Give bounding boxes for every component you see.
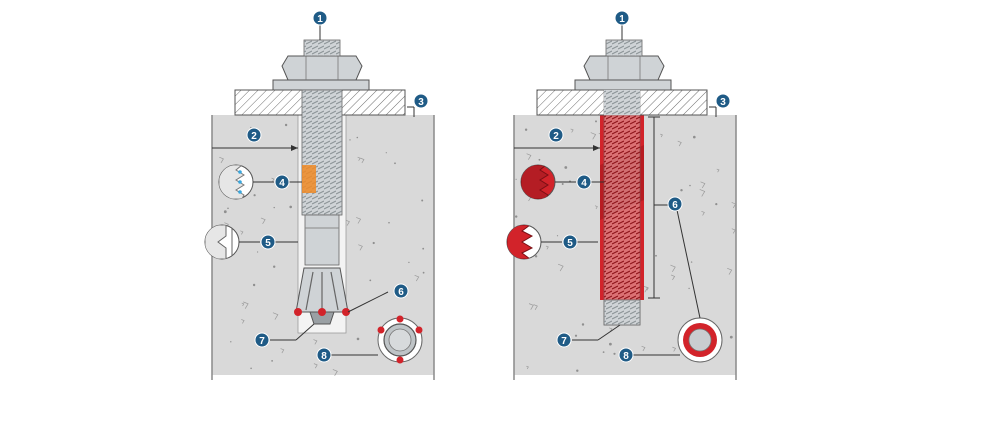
marker-3: 3: [413, 93, 429, 109]
svg-text:6: 6: [672, 200, 678, 211]
svg-text:4: 4: [581, 178, 587, 189]
cross-section-adhesive: [677, 317, 723, 363]
leader-lines: [541, 25, 717, 356]
marker-2: 2: [548, 127, 564, 143]
svg-text:2: 2: [251, 131, 257, 142]
svg-text:8: 8: [321, 351, 327, 362]
hex-nut: [281, 55, 363, 81]
svg-text:5: 5: [567, 238, 573, 249]
svg-text:8: 8: [623, 351, 629, 362]
marker-7: 7: [254, 332, 270, 348]
embedment-depth-dimension: [648, 116, 660, 299]
marker-6: 6: [393, 283, 409, 299]
hex-nut: [583, 55, 665, 81]
marker-7: 7: [556, 332, 572, 348]
svg-text:3: 3: [720, 97, 726, 108]
svg-text:6: 6: [398, 287, 404, 298]
svg-text:2: 2: [553, 131, 559, 142]
marker-2: 2: [246, 127, 262, 143]
svg-text:4: 4: [279, 178, 285, 189]
edge-distance-dimension: [212, 145, 298, 151]
panel-mechanical-anchor: 1 2 3 4 5 6 7 8: [204, 10, 435, 380]
marker-5: 5: [260, 234, 276, 250]
svg-text:1: 1: [619, 14, 625, 25]
washer: [272, 79, 370, 91]
marker-8: 8: [618, 347, 634, 363]
marker-6: 6: [667, 196, 683, 212]
detail-circle-friction: [218, 164, 254, 200]
marker-4: 4: [576, 174, 592, 190]
detail-circle-interlock: [506, 224, 542, 260]
marker-1: 1: [312, 10, 328, 26]
svg-text:7: 7: [259, 336, 265, 347]
threaded-rod: [603, 39, 643, 326]
marker-1: 1: [614, 10, 630, 26]
svg-text:1: 1: [317, 14, 323, 25]
markers-left: 1 2 3 4 5 6 7 8: [246, 10, 429, 363]
marker-5: 5: [562, 234, 578, 250]
detail-circle-interlock: [204, 224, 240, 260]
panel-adhesive-anchor: 1 2 3 4 5 6 7 8: [506, 10, 737, 380]
threaded-bolt: [301, 39, 343, 266]
expansion-clip: [294, 267, 350, 325]
marker-8: 8: [316, 347, 332, 363]
edge-distance-dimension: [514, 145, 600, 151]
marker-3: 3: [715, 93, 731, 109]
svg-text:3: 3: [418, 97, 424, 108]
detail-circle-bond: [520, 164, 556, 200]
svg-text:7: 7: [561, 336, 567, 347]
markers-right: 1 2 3 4 5 6 7 8: [548, 10, 731, 363]
marker-4: 4: [274, 174, 290, 190]
washer: [574, 79, 672, 91]
friction-contact-zone: [302, 165, 316, 193]
cross-section-mechanical: [377, 315, 423, 364]
svg-text:5: 5: [265, 238, 271, 249]
